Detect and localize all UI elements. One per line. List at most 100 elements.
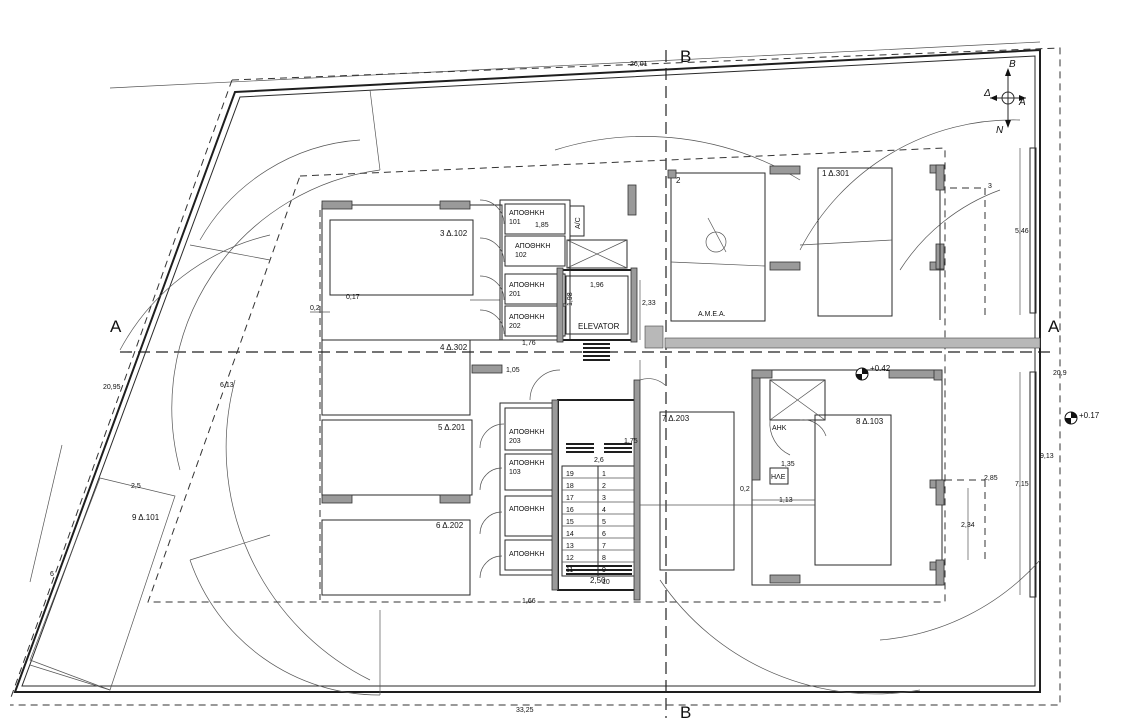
level-label-1: +0.42 xyxy=(870,364,891,373)
dim-196: 1,96 xyxy=(590,282,604,289)
ac-label: A/C xyxy=(575,217,582,229)
storage-label-102: ΑΠΟΘΗΚΗ xyxy=(515,243,550,250)
level-marker-2 xyxy=(1064,411,1078,425)
compass-north: B xyxy=(1009,59,1016,70)
right-wing-upper xyxy=(627,147,1037,322)
dim-198: 1,98 xyxy=(567,292,574,306)
storage-labels: ΑΠΟΘΗΚΗ 101 ΑΠΟΘΗΚΗ 102 ΑΠΟΘΗΚΗ 201 ΑΠΟΘ… xyxy=(509,210,550,558)
misc-labels: ELEVATOR A/C ΑΗΚ ΗΛΕ +0.42 +0.17 xyxy=(575,217,1100,481)
building-outline xyxy=(147,147,946,603)
dim-3: 3 xyxy=(988,183,992,190)
storage-label-a: ΑΠΟΘΗΚΗ xyxy=(509,506,544,513)
stair-numbers: 19 18 17 16 15 14 13 12 11 1 2 3 4 5 6 7… xyxy=(566,471,610,586)
walkway xyxy=(644,325,1041,349)
unit-label-d201: 5 Δ.201 xyxy=(438,423,466,432)
unit-label-d102: 3 Δ.102 xyxy=(440,229,468,238)
dimension-labels: 26,01 33,25 20,95 20,9 1,85 0,17 0,2 1,9… xyxy=(50,61,1067,714)
unit-label-d103: 8 Δ.103 xyxy=(856,417,884,426)
hae-label: ΗΛΕ xyxy=(771,474,786,481)
stair-number-14: 14 xyxy=(566,531,574,538)
dim-234: 2,34 xyxy=(961,522,975,529)
unit-label-d203: 7 Δ.203 xyxy=(662,414,690,423)
stair-number-19: 19 xyxy=(566,471,574,478)
north-arrow xyxy=(990,68,1026,128)
unit-label-d301: 1 Δ.301 xyxy=(822,169,850,178)
dim-25: 2,5 xyxy=(131,483,141,490)
dim-left: 20,95 xyxy=(103,384,121,391)
section-a-left: A xyxy=(110,317,122,336)
stair-number-3: 3 xyxy=(602,495,606,502)
storage-number-203: 203 xyxy=(509,438,521,445)
stair-number-18: 18 xyxy=(566,483,574,490)
elevator-steps xyxy=(583,343,610,361)
storage-label-202: ΑΠΟΘΗΚΗ xyxy=(509,314,544,321)
outer-dashed-boundary xyxy=(9,47,1061,706)
unit-label-d2: 2 xyxy=(676,176,681,185)
dim-02b: 0,2 xyxy=(740,486,750,493)
dim-02a: 0,2 xyxy=(310,305,320,312)
storage-label-101: ΑΠΟΘΗΚΗ xyxy=(509,210,544,217)
section-b-top: B xyxy=(680,47,691,66)
stair-number-8: 8 xyxy=(602,555,606,562)
dim-233: 2,33 xyxy=(642,300,656,307)
staircase xyxy=(551,360,666,601)
stair-number-16: 16 xyxy=(566,507,574,514)
dim-613: 6,13 xyxy=(220,382,234,389)
compass-south: N xyxy=(996,125,1004,136)
dim-185: 1,85 xyxy=(535,222,549,229)
storage-number-102: 102 xyxy=(515,252,527,259)
storage-number-201: 201 xyxy=(509,291,521,298)
dim-right: 20,9 xyxy=(1053,370,1067,377)
stair-number-15: 15 xyxy=(566,519,574,526)
stair-number-10: 10 xyxy=(602,579,610,586)
dim-715: 7,15 xyxy=(1015,481,1029,488)
stair-number-1: 1 xyxy=(602,471,606,478)
storage-number-103: 103 xyxy=(509,469,521,476)
left-wing xyxy=(310,200,503,596)
storage-number-202: 202 xyxy=(509,323,521,330)
compass-east: A xyxy=(1018,97,1026,108)
dim-175: 1,75 xyxy=(624,438,638,445)
storage-number-101: 101 xyxy=(509,219,521,226)
unit-label-d101: 9 Δ.101 xyxy=(132,513,160,522)
level-label-2: +0.17 xyxy=(1079,411,1100,420)
stair-number-7: 7 xyxy=(602,543,606,550)
level-marker-1 xyxy=(855,367,869,381)
dim-135: 1,35 xyxy=(781,461,795,468)
dim-285: 2,85 xyxy=(984,475,998,482)
setback-arcs xyxy=(29,89,1041,696)
dim-top: 26,01 xyxy=(630,61,648,68)
dim-913: 9,13 xyxy=(1040,453,1054,460)
stair-number-5: 5 xyxy=(602,519,606,526)
unit-label-amea: Α.Μ.Ε.Α. xyxy=(698,311,726,318)
stair-number-9: 9 xyxy=(602,567,606,574)
section-labels: A A B B xyxy=(110,47,1060,722)
storage-label-103: ΑΠΟΘΗΚΗ xyxy=(509,460,544,467)
elevator-core xyxy=(556,239,641,361)
stair-number-17: 17 xyxy=(566,495,574,502)
unit-label-d202: 6 Δ.202 xyxy=(436,521,464,530)
storage-label-b: ΑΠΟΘΗΚΗ xyxy=(509,551,544,558)
storage-label-203: ΑΠΟΘΗΚΗ xyxy=(509,429,544,436)
elevator-label: ELEVATOR xyxy=(578,322,620,331)
stair-number-4: 4 xyxy=(602,507,606,514)
stair-number-6: 6 xyxy=(602,531,606,538)
stair-number-2: 2 xyxy=(602,483,606,490)
unit-label-d302: 4 Δ.302 xyxy=(440,343,468,352)
storage-label-201: ΑΠΟΘΗΚΗ xyxy=(509,282,544,289)
stair-number-11: 11 xyxy=(566,567,573,574)
dim-176: 1,76 xyxy=(522,340,536,347)
compass-labels: B Δ A N xyxy=(983,59,1026,136)
dim-bottom: 33,25 xyxy=(516,707,534,714)
section-a-right: A xyxy=(1048,317,1060,336)
stair-hatch xyxy=(566,443,632,575)
ahk-label: ΑΗΚ xyxy=(772,425,787,432)
dim-105: 1,05 xyxy=(506,367,520,374)
site-boundary xyxy=(13,41,1041,693)
dim-546: 5,46 xyxy=(1015,228,1029,235)
right-wing-lower xyxy=(640,369,1037,598)
dim-26: 2,6 xyxy=(594,457,604,464)
dim-113: 1,13 xyxy=(779,497,793,504)
dim-017: 0,17 xyxy=(346,294,360,301)
